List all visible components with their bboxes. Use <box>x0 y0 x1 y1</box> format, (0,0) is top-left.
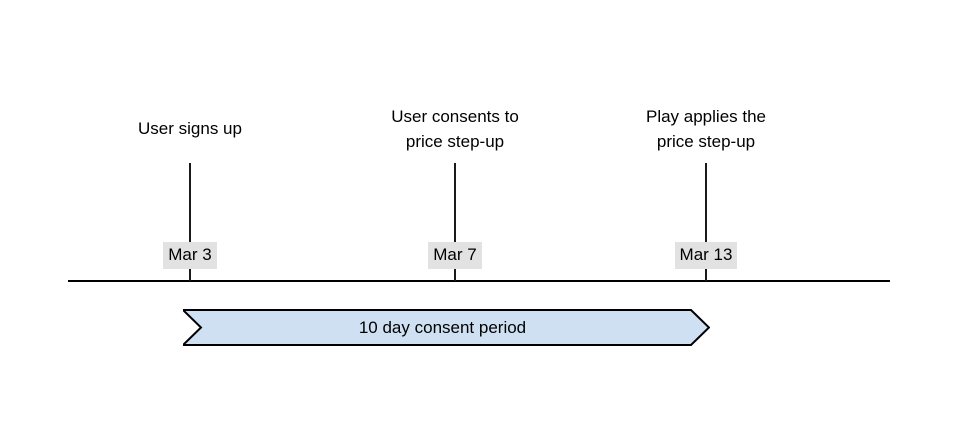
event-date-consent: Mar 7 <box>428 242 482 269</box>
marker-tick-signup <box>189 163 191 281</box>
consent-period-banner-label: 10 day consent period <box>358 317 527 337</box>
event-date-wrap-apply: Mar 13 <box>576 242 836 269</box>
event-caption-signup: User signs up <box>138 119 242 138</box>
event-date-wrap-consent: Mar 7 <box>325 242 585 269</box>
event-date-wrap-signup: Mar 3 <box>60 242 320 269</box>
event-caption-apply: Play applies the price step-up <box>645 107 767 151</box>
event-date-signup: Mar 3 <box>163 242 217 269</box>
marker-tick-consent <box>454 163 456 281</box>
marker-tick-apply <box>705 163 707 281</box>
event-caption-consent: User consents to price step-up <box>391 107 519 151</box>
timeline-axis-line <box>68 280 890 282</box>
event-date-apply: Mar 13 <box>674 242 738 269</box>
